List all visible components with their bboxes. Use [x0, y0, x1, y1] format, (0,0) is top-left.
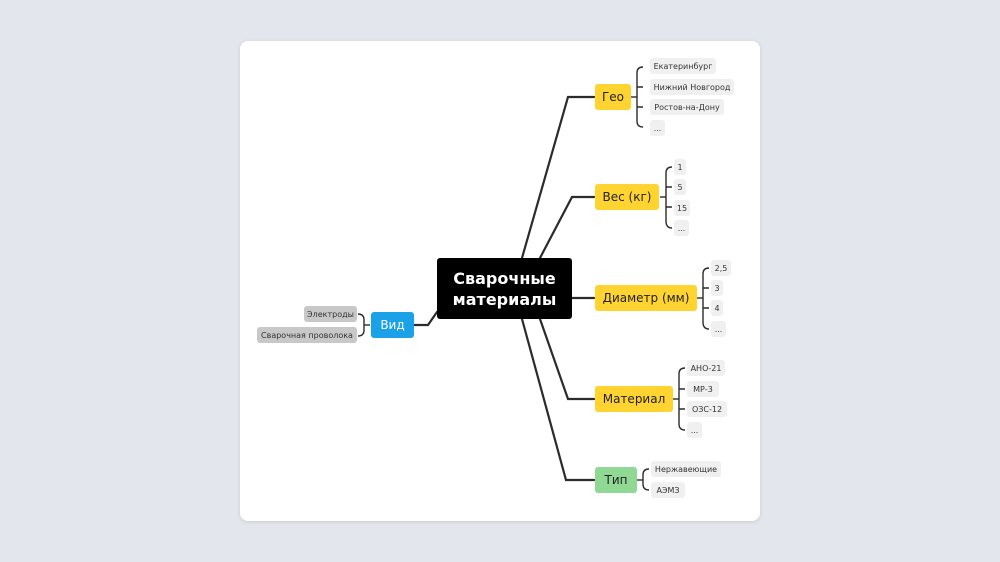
leaf-diameter-2[interactable]: 3	[711, 280, 723, 296]
branch-label: Диаметр (мм)	[602, 291, 690, 305]
leaf-weight-1[interactable]: 1	[674, 159, 686, 175]
leaf-material-2[interactable]: МР-3	[687, 381, 719, 397]
leaf-label: ...	[690, 425, 699, 435]
leaf-label: Нижний Новгород	[653, 82, 731, 92]
leaf-label: 4	[714, 303, 720, 313]
leaf-label: Сварочная проволока	[261, 330, 353, 340]
leaf-label: ...	[714, 324, 723, 334]
leaf-label: Электроды	[307, 309, 354, 319]
branch-label: Тип	[604, 473, 628, 487]
leaf-diameter-1[interactable]: 2,5	[711, 260, 731, 276]
branch-material[interactable]: Материал	[595, 386, 673, 412]
leaf-diameter-4[interactable]: ...	[711, 321, 726, 337]
branch-vid[interactable]: Вид	[371, 312, 414, 338]
leaf-label: МР-3	[693, 384, 713, 394]
branch-type[interactable]: Тип	[595, 467, 637, 493]
branch-label: Гео	[601, 90, 625, 104]
leaf-label: Ростов-на-Дону	[654, 102, 720, 112]
branch-weight[interactable]: Вес (кг)	[595, 184, 659, 210]
leaf-label: АНО-21	[690, 363, 722, 373]
leaf-weight-4[interactable]: ...	[674, 220, 689, 236]
branch-label: Вес (кг)	[602, 190, 652, 204]
central-topic-label: Сварочные материалы	[452, 268, 557, 309]
leaf-label: ...	[653, 123, 662, 133]
leaf-geo-4[interactable]: ...	[650, 120, 665, 136]
leaf-material-1[interactable]: АНО-21	[687, 360, 725, 376]
leaf-geo-1[interactable]: Екатеринбург	[650, 58, 716, 74]
leaf-weight-2[interactable]: 5	[674, 179, 686, 195]
leaf-label: ...	[677, 223, 686, 233]
leaf-type-1[interactable]: Нержавеющие	[651, 461, 721, 477]
leaf-label: 3	[714, 283, 720, 293]
leaf-geo-3[interactable]: Ростов-на-Дону	[650, 99, 724, 115]
leaf-label: 1	[677, 162, 683, 172]
leaf-label: 5	[677, 182, 683, 192]
branch-vid-label: Вид	[380, 318, 405, 332]
leaf-welding-wire[interactable]: Сварочная проволока	[257, 327, 357, 343]
branch-label: Материал	[602, 392, 666, 406]
leaf-diameter-3[interactable]: 4	[711, 300, 723, 316]
leaf-label: ОЗС-12	[691, 404, 723, 414]
leaf-label: 15	[676, 203, 688, 213]
leaf-label: Екатеринбург	[653, 61, 713, 71]
leaf-material-3[interactable]: ОЗС-12	[687, 401, 727, 417]
leaf-electrodes[interactable]: Электроды	[304, 306, 357, 322]
leaf-type-2[interactable]: АЭМЗ	[651, 482, 685, 498]
leaf-label: 2,5	[714, 263, 728, 273]
leaf-material-4[interactable]: ...	[687, 422, 702, 438]
branch-diameter[interactable]: Диаметр (мм)	[595, 285, 697, 311]
central-topic[interactable]: Сварочные материалы	[437, 258, 572, 319]
branch-geo[interactable]: Гео	[595, 84, 631, 110]
leaf-label: Нержавеющие	[654, 464, 718, 474]
leaf-weight-3[interactable]: 15	[674, 200, 690, 216]
leaf-label: АЭМЗ	[656, 485, 680, 495]
leaf-geo-2[interactable]: Нижний Новгород	[650, 79, 734, 95]
